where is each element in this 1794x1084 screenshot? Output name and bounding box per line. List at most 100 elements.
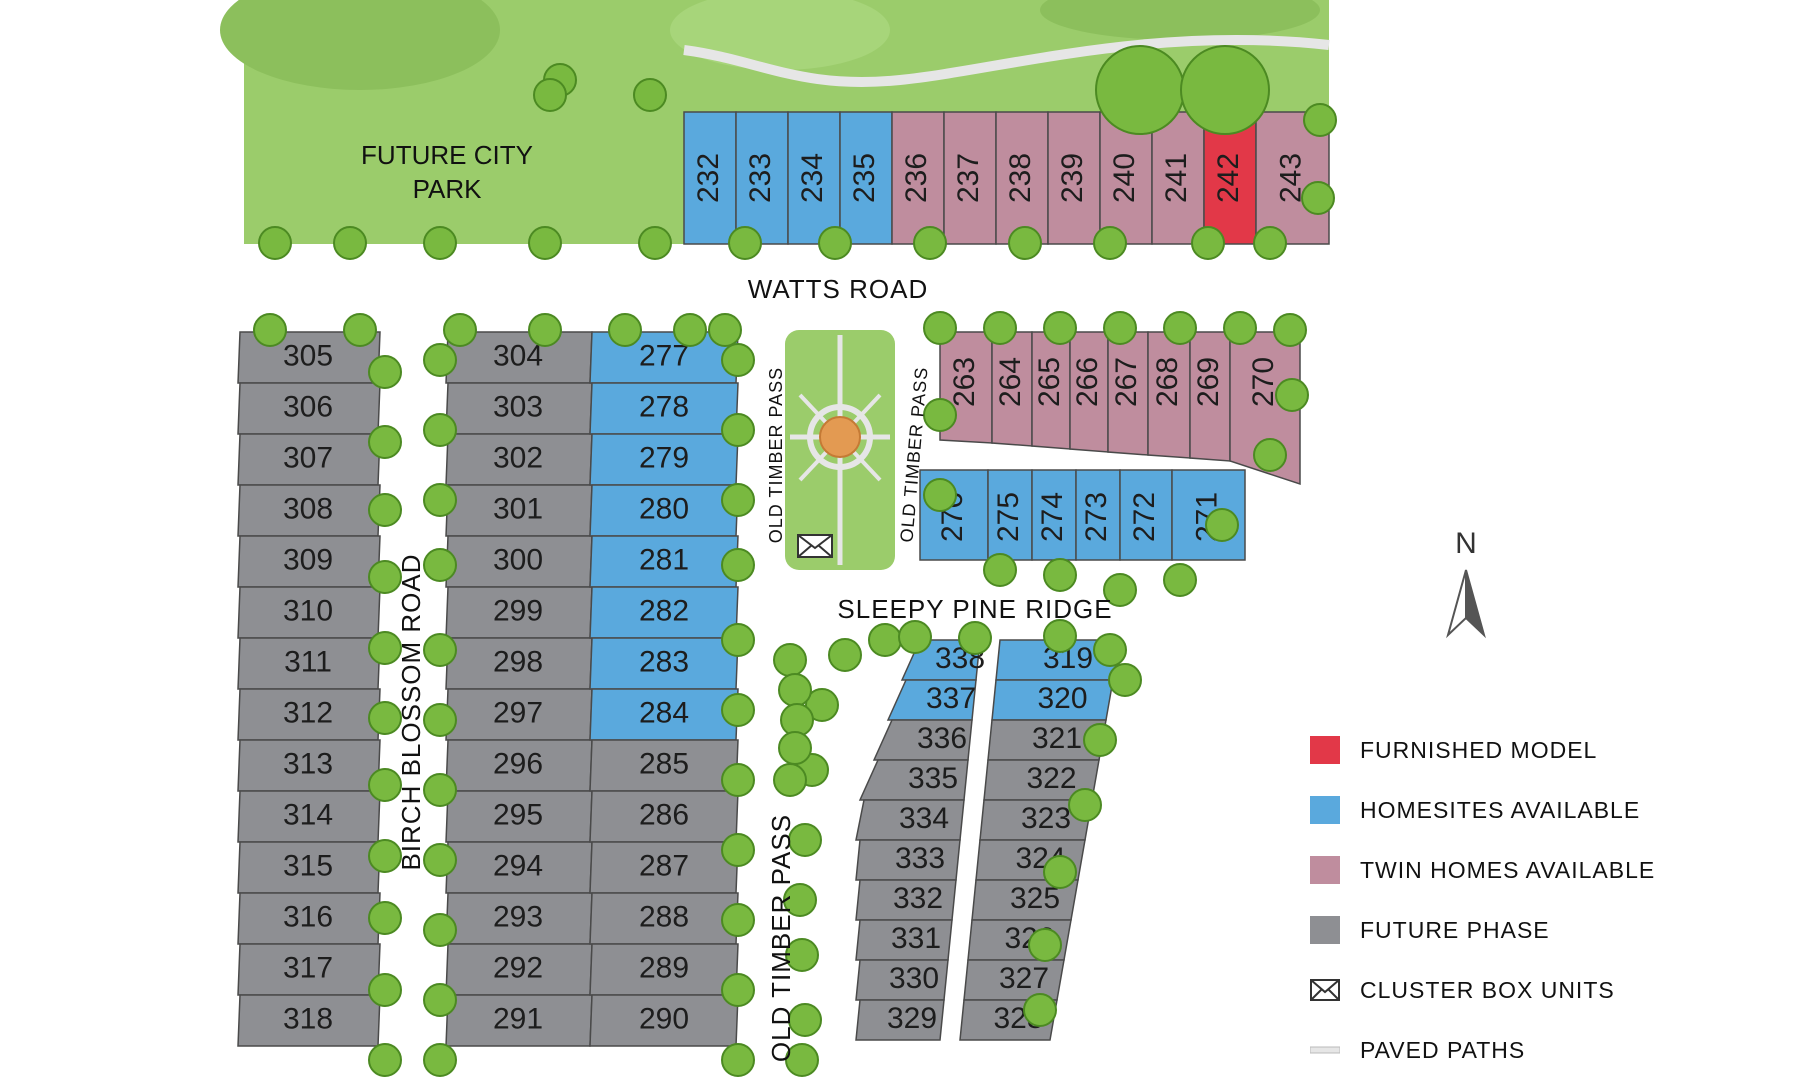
lot-327[interactable]: 327 <box>963 959 1065 1001</box>
lot-318[interactable]: 318 <box>237 994 381 1047</box>
lot-236[interactable]: 236 <box>891 111 945 245</box>
lot-296[interactable]: 296 <box>445 739 593 792</box>
lot-332[interactable]: 332 <box>855 879 957 921</box>
lot-282[interactable]: 282 <box>589 586 739 639</box>
lot-295[interactable]: 295 <box>445 790 593 843</box>
lot-309[interactable]: 309 <box>237 535 381 588</box>
lot-number: 237 <box>952 153 985 203</box>
mauve-swatch-icon <box>1310 856 1340 884</box>
lot-264[interactable]: 264 <box>991 331 1033 447</box>
tree-icon <box>368 631 402 665</box>
lot-293[interactable]: 293 <box>445 892 593 945</box>
lot-284[interactable]: 284 <box>589 688 739 741</box>
lot-280[interactable]: 280 <box>589 484 739 537</box>
lot-320[interactable]: 320 <box>991 679 1114 721</box>
lot-316[interactable]: 316 <box>237 892 381 945</box>
tree-icon <box>1180 45 1270 135</box>
lot-265[interactable]: 265 <box>1031 331 1071 450</box>
lot-291[interactable]: 291 <box>445 994 593 1047</box>
street-label-old-timber-pass-west: OLD TIMBER PASS <box>766 367 786 543</box>
lot-238[interactable]: 238 <box>995 111 1049 245</box>
tree-icon <box>828 638 862 672</box>
park-label-line1: FUTURE CITY <box>361 140 533 170</box>
lot-292[interactable]: 292 <box>445 943 593 996</box>
lot-283[interactable]: 283 <box>589 637 739 690</box>
lot-number: 269 <box>1192 357 1225 407</box>
lot-279[interactable]: 279 <box>589 433 739 486</box>
lot-number: 291 <box>493 1002 543 1035</box>
lot-268[interactable]: 268 <box>1147 331 1191 459</box>
tree-icon <box>333 226 367 260</box>
lot-269[interactable]: 269 <box>1189 331 1231 462</box>
lot-312[interactable]: 312 <box>237 688 381 741</box>
lot-237[interactable]: 237 <box>943 111 997 245</box>
lot-273[interactable]: 273 <box>1075 469 1121 561</box>
lot-290[interactable]: 290 <box>589 994 739 1047</box>
lot-289[interactable]: 289 <box>589 943 739 996</box>
legend-label: FURNISHED MODEL <box>1360 736 1598 763</box>
lot-310[interactable]: 310 <box>237 586 381 639</box>
lot-334[interactable]: 334 <box>855 799 965 841</box>
lot-232[interactable]: 232 <box>683 111 737 245</box>
tree-icon <box>983 311 1017 345</box>
lot-241[interactable]: 241 <box>1151 111 1205 245</box>
lot-266[interactable]: 266 <box>1069 331 1109 453</box>
tree-icon <box>785 1043 819 1077</box>
lot-313[interactable]: 313 <box>237 739 381 792</box>
lot-286[interactable]: 286 <box>589 790 739 843</box>
lot-235[interactable]: 235 <box>839 111 893 245</box>
lot-303[interactable]: 303 <box>445 382 593 435</box>
lot-number: 316 <box>283 900 333 933</box>
lot-281[interactable]: 281 <box>589 535 739 588</box>
lot-287[interactable]: 287 <box>589 841 739 894</box>
lot-278[interactable]: 278 <box>589 382 739 435</box>
lot-301[interactable]: 301 <box>445 484 593 537</box>
lot-323[interactable]: 323 <box>979 799 1093 841</box>
lot-number: 307 <box>283 441 333 474</box>
lot-322[interactable]: 322 <box>983 759 1100 801</box>
lot-number: 283 <box>639 645 689 678</box>
lot-number: 303 <box>493 390 543 423</box>
lot-285[interactable]: 285 <box>589 739 739 792</box>
lot-311[interactable]: 311 <box>237 637 381 690</box>
lot-288[interactable]: 288 <box>589 892 739 945</box>
lot-267[interactable]: 267 <box>1107 331 1149 456</box>
blue-swatch-icon <box>1310 796 1340 824</box>
lot-330[interactable]: 330 <box>855 959 949 1001</box>
lot-239[interactable]: 239 <box>1047 111 1101 245</box>
lot-308[interactable]: 308 <box>237 484 381 537</box>
north-arrow: N <box>1446 527 1486 639</box>
street-label-birch-blossom-road: BIRCH BLOSSOM ROAD <box>396 553 426 870</box>
tree-icon <box>423 548 457 582</box>
lot-number: 301 <box>493 492 543 525</box>
lot-298[interactable]: 298 <box>445 637 593 690</box>
lot-337[interactable]: 337 <box>886 679 977 721</box>
lot-number: 275 <box>992 492 1025 542</box>
lot-325[interactable]: 325 <box>971 879 1079 921</box>
lot-302[interactable]: 302 <box>445 433 593 486</box>
lot-331[interactable]: 331 <box>855 919 953 961</box>
lot-306[interactable]: 306 <box>237 382 381 435</box>
lot-335[interactable]: 335 <box>858 759 969 801</box>
lot-297[interactable]: 297 <box>445 688 593 741</box>
lot-336[interactable]: 336 <box>872 719 973 761</box>
lot-275[interactable]: 275 <box>987 469 1033 561</box>
lot-300[interactable]: 300 <box>445 535 593 588</box>
lot-number: 235 <box>848 153 881 203</box>
lot-307[interactable]: 307 <box>237 433 381 486</box>
lot-234[interactable]: 234 <box>787 111 841 245</box>
lot-274[interactable]: 274 <box>1031 469 1077 561</box>
lot-294[interactable]: 294 <box>445 841 593 894</box>
lot-314[interactable]: 314 <box>237 790 381 843</box>
lot-number: 287 <box>639 849 689 882</box>
lot-233[interactable]: 233 <box>735 111 789 245</box>
lot-number: 305 <box>283 339 333 372</box>
lot-317[interactable]: 317 <box>237 943 381 996</box>
lot-shape-future[interactable] <box>855 999 945 1041</box>
lot-333[interactable]: 333 <box>855 839 961 881</box>
lot-240[interactable]: 240 <box>1099 111 1153 245</box>
lot-272[interactable]: 272 <box>1119 469 1173 561</box>
lot-299[interactable]: 299 <box>445 586 593 639</box>
lot-329[interactable]: 329 <box>855 999 945 1041</box>
lot-315[interactable]: 315 <box>237 841 381 894</box>
